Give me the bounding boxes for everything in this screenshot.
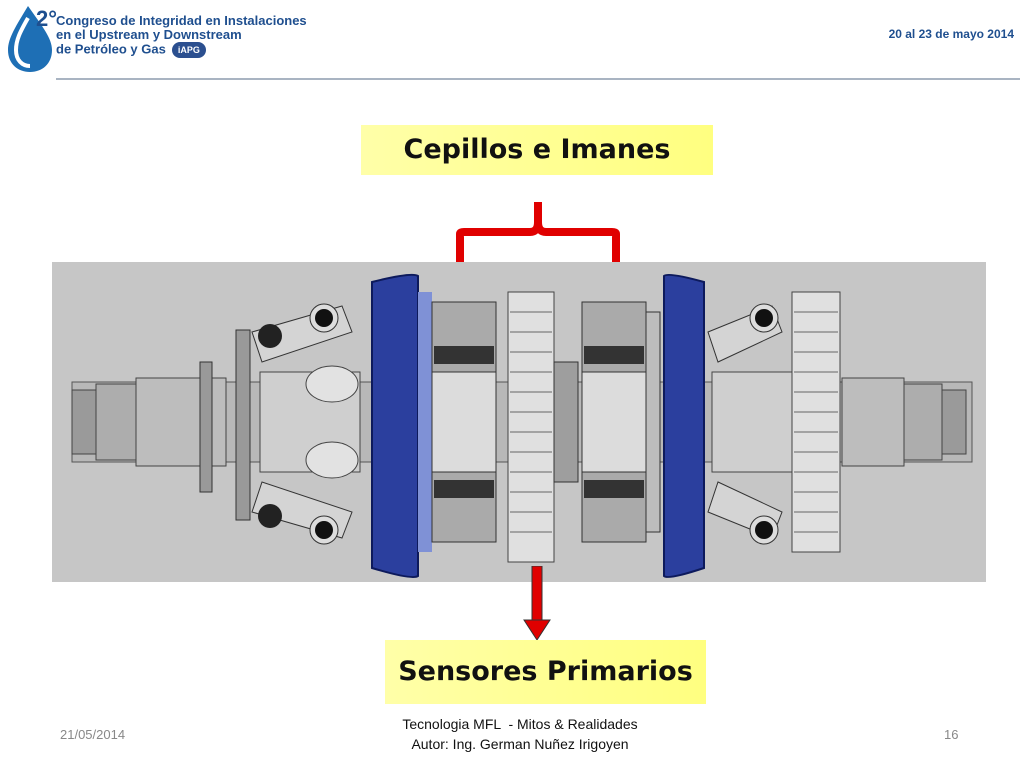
brushes-magnets-label: Cepillos e Imanes <box>361 125 713 175</box>
down-arrow-indicator <box>523 566 551 641</box>
slide-header: 2° Congreso de Integridad en Instalacion… <box>0 0 1024 80</box>
logo-line-3-text: de Petróleo y Gas <box>56 41 166 57</box>
water-drop-logo-icon: 2° <box>8 6 56 72</box>
event-dates: 20 al 23 de mayo 2014 <box>888 27 1014 41</box>
footer-title-line-2: Autor: Ing. German Nuñez Irigoyen <box>411 736 629 752</box>
logo-line-3: de Petróleo y Gas iAPG <box>56 42 316 58</box>
footer-title: Tecnologia MFL - Mitos & Realidades Auto… <box>360 714 680 754</box>
footer-title-line-1: Tecnologia MFL - Mitos & Realidades <box>402 716 638 732</box>
brace-indicator <box>456 202 620 274</box>
logo-line-2: en el Upstream y Downstream <box>56 27 242 42</box>
congress-logo-text: Congreso de Integridad en Instalaciones … <box>56 14 316 58</box>
logo-line-1: Congreso de Integridad en Instalaciones <box>56 13 307 28</box>
footer-date: 21/05/2014 <box>60 727 126 742</box>
logo-number: 2° <box>36 6 56 31</box>
header-divider <box>56 78 1020 80</box>
iapg-badge: iAPG <box>171 42 206 58</box>
page-number: 16 <box>944 727 959 742</box>
mfl-pig-figure <box>52 262 986 582</box>
primary-sensors-label: Sensores Primarios <box>385 640 706 704</box>
